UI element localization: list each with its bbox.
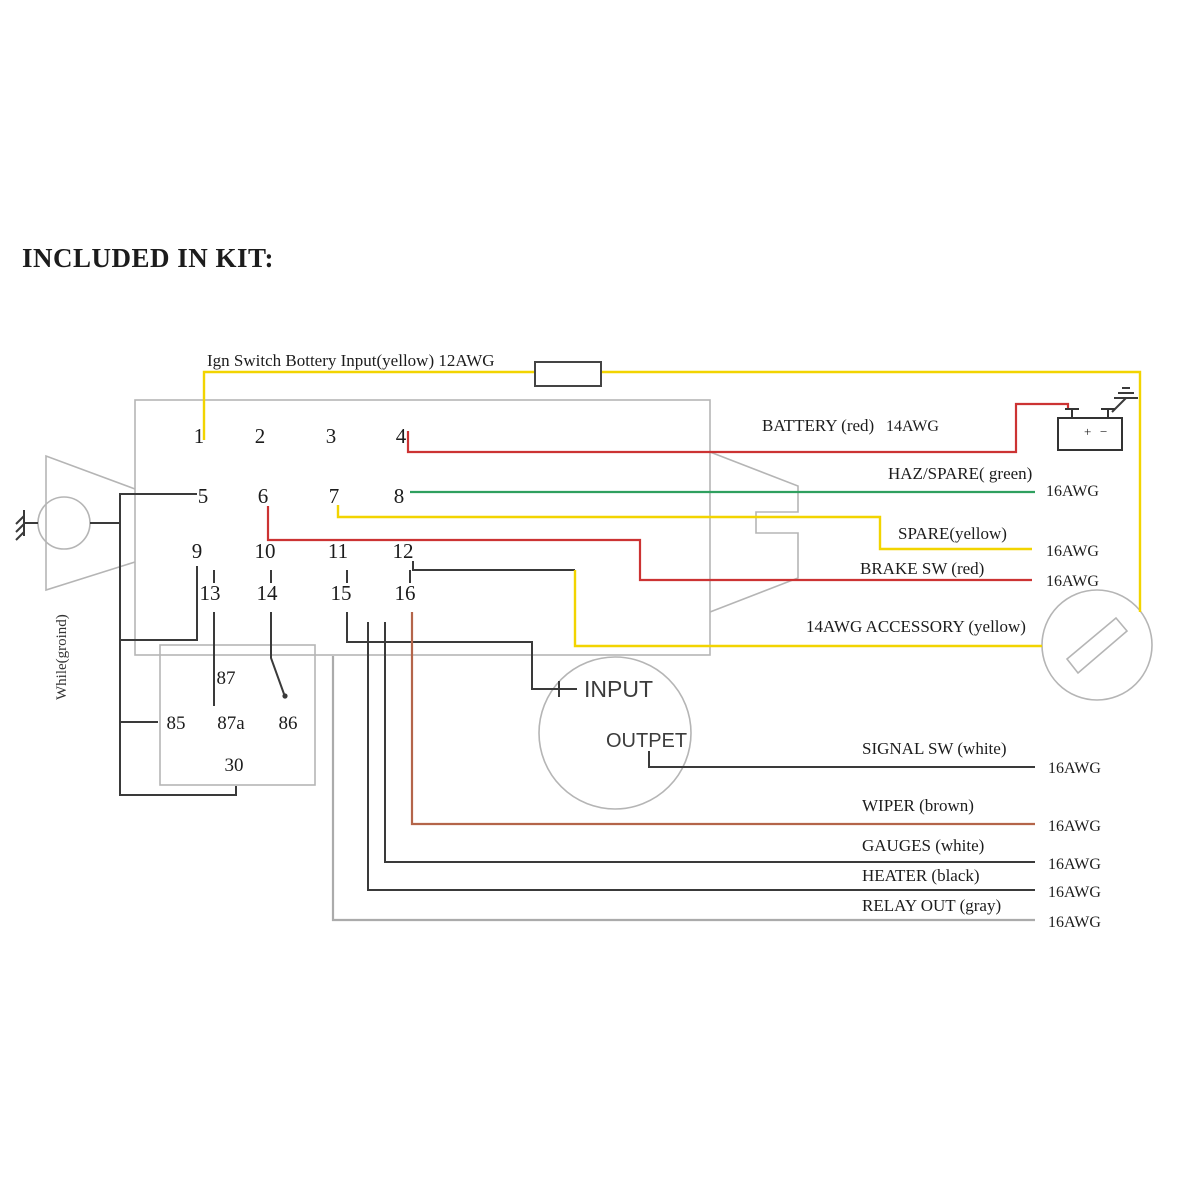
- awg-signal-sw: 16AWG: [1048, 760, 1101, 777]
- relay-contact-dot: [282, 693, 288, 699]
- component-outlines: [37, 399, 1153, 810]
- awg-spare: 16AWG: [1046, 543, 1099, 560]
- connector-block: [134, 399, 711, 656]
- relay-pin-87: 87: [217, 668, 236, 689]
- ignition-switch: [1041, 589, 1153, 701]
- label-accessory: 14AWG ACCESSORY (yellow): [806, 617, 1026, 636]
- relay-pin-30: 30: [225, 755, 244, 776]
- wire-signal-sw-white: [648, 751, 1035, 768]
- connector-plug-wedge: [709, 451, 799, 613]
- awg-brake-sw: 16AWG: [1046, 573, 1099, 590]
- awg-battery: 14AWG: [886, 418, 939, 435]
- wire-accessory-feed: [412, 561, 575, 571]
- pin-3: 3: [326, 424, 337, 448]
- left-bracket-shape: [45, 454, 136, 592]
- pin-16: 16: [395, 581, 416, 605]
- wire-pin14-relay-switch: [270, 570, 285, 695]
- battery-body: [1057, 417, 1123, 451]
- label-spare: SPARE(yellow): [898, 524, 1007, 543]
- wire-brake-red: [266, 506, 1032, 582]
- battery-plus-sign: +: [1084, 424, 1091, 439]
- pin-7: 7: [329, 484, 340, 508]
- input-label: INPUT: [584, 676, 653, 702]
- pin-9: 9: [192, 539, 203, 563]
- key-slot-icon: [1065, 616, 1129, 675]
- fuse-holder: [534, 361, 602, 387]
- relay-pin-labels: 87 85 87a 86 30: [167, 668, 298, 776]
- ground-symbol-left: [15, 510, 38, 541]
- pin-12: 12: [393, 539, 414, 563]
- label-relay-out: RELAY OUT (gray): [862, 896, 1001, 915]
- black-wires: [15, 387, 1138, 891]
- awg-gauges: 16AWG: [1048, 856, 1101, 873]
- label-signal-sw: SIGNAL SW (white): [862, 739, 1006, 758]
- battery-terminals: [1065, 408, 1115, 418]
- input-output-circle: [538, 656, 692, 810]
- wire-ground-bus: [90, 493, 237, 796]
- pin-1: 1: [194, 424, 205, 448]
- page-title: INCLUDED IN KIT:: [22, 243, 274, 273]
- pin-2: 2: [255, 424, 266, 448]
- battery-minus-sign: −: [1100, 424, 1107, 439]
- ground-symbol-battery: [1111, 387, 1138, 413]
- wire-wiper-brown: [410, 612, 1035, 826]
- label-heater: HEATER (black): [862, 866, 980, 885]
- label-brake-sw: BRAKE SW (red): [860, 559, 984, 578]
- wire-ign-input-yellow: [202, 370, 1142, 612]
- label-haz-spare: HAZ/SPARE( green): [888, 464, 1032, 483]
- pin-13: 13: [200, 581, 221, 605]
- wire-battery-red: [406, 402, 1070, 454]
- connector-pins: 1 2 3 4 5 6 7 8 9 10 11 12 13 14 15 16: [192, 424, 416, 605]
- label-gauges: GAUGES (white): [862, 836, 984, 855]
- label-wiper: WIPER (brown): [862, 796, 974, 815]
- wire-accessory-yellow: [573, 570, 1042, 648]
- pin-11: 11: [328, 539, 348, 563]
- awg-haz-spare: 16AWG: [1046, 483, 1099, 500]
- yellow-wires: [202, 370, 1142, 648]
- pin-15: 15: [331, 581, 352, 605]
- battery: [1057, 408, 1123, 451]
- awg-heater: 16AWG: [1048, 884, 1101, 901]
- pin-4: 4: [396, 424, 407, 448]
- wire-heater-black: [367, 622, 1035, 891]
- pin-10: 10: [255, 539, 276, 563]
- pin-6: 6: [258, 484, 269, 508]
- wire-gauges-white: [384, 622, 1035, 863]
- relay-pin-87a: 87a: [217, 713, 245, 734]
- red-wires: [266, 402, 1070, 582]
- output-label: OUTPET: [606, 730, 687, 752]
- wire-relay-out-gray: [331, 656, 1035, 922]
- wire-spare-yellow: [336, 505, 1032, 551]
- wire-input-feed: [346, 570, 577, 697]
- awg-relay-out: 16AWG: [1048, 914, 1101, 931]
- relay-pin-85: 85: [167, 713, 186, 734]
- label-ign-input: Ign Switch Bottery Input(yellow) 12AWG: [207, 351, 495, 370]
- label-battery: BATTERY (red): [762, 416, 874, 435]
- relay-pin-86: 86: [279, 713, 298, 734]
- pin-14: 14: [257, 581, 279, 605]
- awg-wiper: 16AWG: [1048, 818, 1101, 835]
- pin-5: 5: [198, 484, 209, 508]
- relay-box: [159, 644, 316, 786]
- ground-wire-label: While(groind): [54, 614, 70, 700]
- pin-8: 8: [394, 484, 405, 508]
